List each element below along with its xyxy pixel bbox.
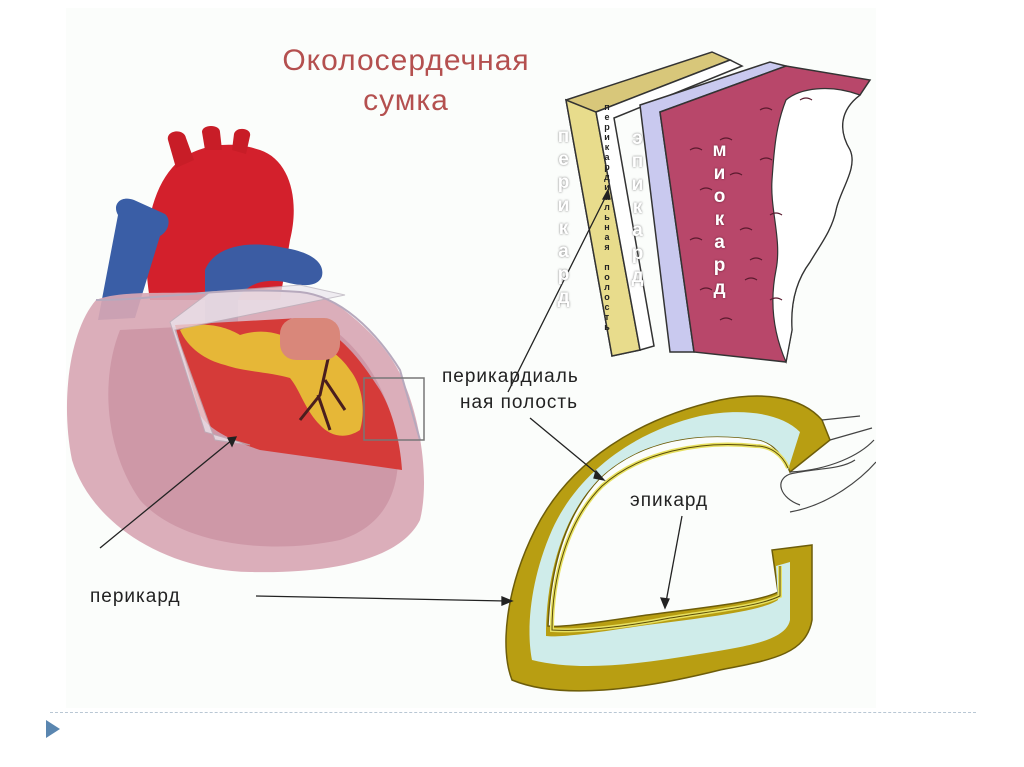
arrowhead-epicard-sac [661,598,669,608]
arrow-pericard-sac [256,596,506,601]
aorta-branch-2 [202,126,222,150]
title-line-1: Околосердечная [26,44,786,78]
pulmonary-stump [280,318,340,360]
title-line-2: сумка [0,84,856,118]
pericardial-sac [506,396,876,691]
wall-label-epicard: эпикард [628,128,647,289]
label-epicard: эпикард [630,490,708,512]
wall-label-pericard: перикард [554,126,573,310]
heart-illustration [67,126,424,572]
layer-endocard [772,89,860,362]
label-pericardial-cavity-1: перикардиаль [442,366,579,388]
wall-label-cavity: перикардиальная полость [602,102,611,332]
footer-divider [50,712,976,713]
label-pericard: перикард [90,586,181,608]
label-pericardial-cavity-2: ная полость [460,392,578,414]
arrow-epicard-sac [666,516,682,602]
arrow-cavity-sac [530,418,600,476]
next-slide-arrow-icon[interactable] [46,720,60,738]
diagram-panel: Околосердечная сумка перикард перикардиа… [66,8,876,708]
wall-label-myocard: миокард [710,140,729,301]
